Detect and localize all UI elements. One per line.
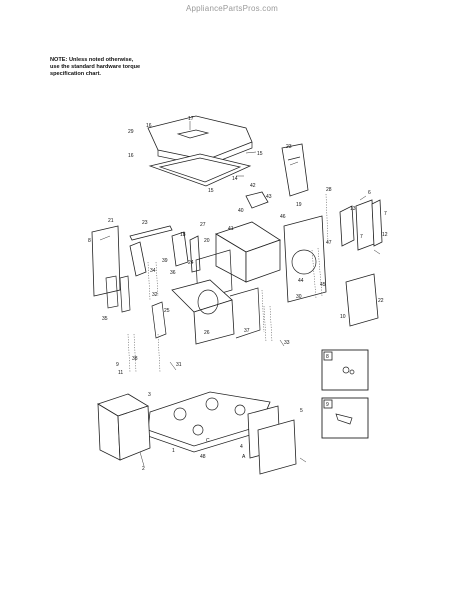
top-strip <box>129 225 173 241</box>
callout: 25 <box>164 308 170 314</box>
callout: 24 <box>188 260 194 266</box>
callout: 37 <box>244 328 250 334</box>
callout: 30 <box>296 294 302 300</box>
callout: 9 <box>326 402 329 408</box>
callout: 35 <box>102 316 108 322</box>
callout: 8 <box>326 354 329 360</box>
callout: 46 <box>280 214 286 220</box>
callout: 8 <box>88 238 91 244</box>
callout: 27 <box>200 222 206 228</box>
callout: 16 <box>146 123 152 129</box>
callout: 21 <box>108 218 114 224</box>
callout: 7 <box>360 234 363 240</box>
callout: 15 <box>208 188 214 194</box>
callout: A <box>242 454 246 460</box>
callout: 26 <box>204 330 210 336</box>
right-door <box>345 273 379 327</box>
lower-right-doors <box>247 405 297 475</box>
inset-hardware-b <box>321 397 369 439</box>
left-side-panel <box>91 225 121 297</box>
callout: 43 <box>266 194 272 200</box>
callout: 47 <box>326 240 332 246</box>
callout: 6 <box>368 190 371 196</box>
right-front-panel <box>283 215 327 303</box>
callout: 15 <box>257 151 263 157</box>
callout-labels: 17 29 16 16 15 14 15 23 19 42 43 28 6 7 … <box>88 116 388 472</box>
callout: 11 <box>118 370 123 376</box>
note-line-1: NOTE: Unless noted otherwise, <box>50 57 134 63</box>
callout: 36 <box>170 270 176 276</box>
note-line-2: use the standard hardware torque <box>50 64 141 70</box>
callout: 33 <box>284 340 290 346</box>
callout: 3 <box>148 392 151 398</box>
callout: 13 <box>350 206 356 212</box>
support-rods <box>127 305 273 373</box>
callout: 38 <box>132 356 138 362</box>
callout: 9 <box>116 362 119 368</box>
callout: 7 <box>384 211 387 217</box>
callout: 42 <box>250 183 256 189</box>
callout: 44 <box>298 278 304 284</box>
inset-hardware-a <box>321 349 369 391</box>
callout: 32 <box>152 292 158 298</box>
callout: 45 <box>320 282 326 288</box>
right-side-panels <box>325 193 383 251</box>
callout: 39 <box>162 258 168 264</box>
callout: 2 <box>142 466 145 472</box>
callout: 10 <box>340 314 346 320</box>
callout: 40 <box>238 208 244 214</box>
callout: 23 <box>286 144 292 150</box>
leader-lines <box>99 121 381 467</box>
callout: 14 <box>232 176 238 182</box>
callout: 16 <box>128 153 134 159</box>
callout: 31 <box>176 362 182 368</box>
cover-gasket <box>148 153 252 187</box>
callout: 23 <box>142 220 148 226</box>
callout: 48 <box>200 454 206 460</box>
callout: 1 <box>172 448 175 454</box>
callout: 20 <box>204 238 210 244</box>
callout: 34 <box>150 268 156 274</box>
combustion-chamber <box>171 279 265 345</box>
watermark: AppliancePartsPros.com <box>186 4 278 13</box>
callout: 17 <box>188 116 194 122</box>
torque-note: NOTE: Unless noted otherwise, use the st… <box>50 57 190 78</box>
inner-brackets <box>129 231 201 301</box>
callout: 4 <box>240 444 243 450</box>
callout: 22 <box>378 298 384 304</box>
callout: 28 <box>326 187 332 193</box>
note-line-3: specification chart. <box>50 71 101 77</box>
callout: 18 <box>180 232 186 238</box>
small-bracket <box>245 191 269 209</box>
callout: 41 <box>228 226 234 232</box>
left-lower-brackets <box>105 275 167 339</box>
firebox-body <box>195 221 281 301</box>
rear-bracket-panel <box>281 143 309 197</box>
callout: 29 <box>128 129 134 135</box>
callout: C <box>206 438 210 444</box>
front-lower-panel <box>97 393 151 461</box>
callout: 12 <box>382 232 388 238</box>
callout: 5 <box>300 408 303 414</box>
callout: 19 <box>296 202 302 208</box>
